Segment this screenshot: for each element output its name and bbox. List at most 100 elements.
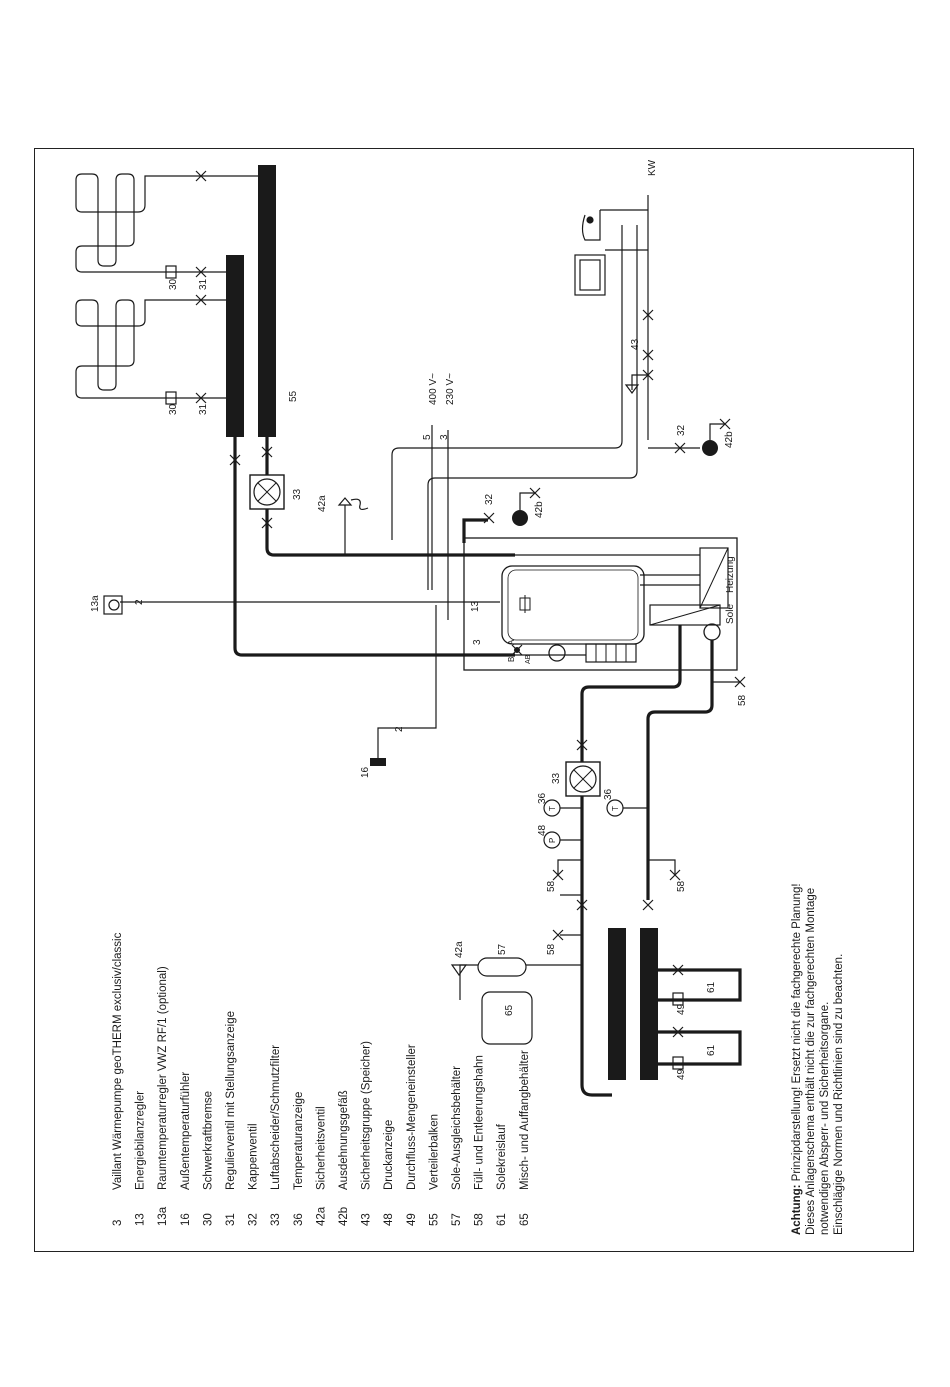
- legend-number: 31: [225, 1213, 237, 1226]
- brine-bar-flow: [640, 928, 658, 1080]
- label-16: 16: [360, 766, 371, 778]
- legend-number: 13: [135, 1213, 147, 1226]
- label-32a: 32: [484, 493, 495, 505]
- label-31b: 31: [198, 403, 209, 415]
- legend-text: Durchfluss-Mengeneinsteller: [406, 1044, 418, 1190]
- note-line-4: Einschlägige Normen und Richtlinien sind…: [833, 954, 845, 1235]
- tank-57: [477, 957, 527, 977]
- legend-text: Misch- und Auffangbehälter: [519, 1050, 531, 1190]
- label-61a: 61: [706, 981, 717, 993]
- expansion-42b-heating: [462, 487, 541, 543]
- legend-number: 33: [270, 1213, 282, 1226]
- note-line-1: Achtung: Prinzipdarstellung! Ersetzt nic…: [791, 883, 803, 1235]
- label-cable-5: 5: [422, 434, 433, 440]
- brine-bar-return: [608, 928, 626, 1080]
- label-58b: 58: [546, 880, 557, 892]
- legend-text: Druckanzeige: [383, 1120, 395, 1190]
- legend-number: 65: [519, 1213, 531, 1226]
- safety-group-43: [600, 195, 654, 440]
- legend-text: Sole-Ausgleichsbehälter: [451, 1066, 463, 1190]
- label-61b: 61: [706, 1044, 717, 1056]
- legend-number: 42a: [315, 1206, 327, 1226]
- legend-text: Kappenventil: [248, 1124, 260, 1191]
- safety-valve-42a-brine: [450, 964, 468, 977]
- legend-text: Temperaturanzeige: [293, 1092, 305, 1190]
- legend-number: 55: [428, 1213, 440, 1226]
- legend-number: 43: [361, 1213, 373, 1226]
- room-controller-13a: [103, 595, 123, 615]
- legend-text: Luftabscheider/Schmutzfilter: [270, 1045, 282, 1190]
- legend-number: 32: [248, 1213, 260, 1226]
- legend-text: Regulierventil mit Stellungsanzeige: [225, 1011, 237, 1190]
- legend-text: Außentemperaturfühler: [180, 1072, 192, 1190]
- distributor-bar-flow: [258, 165, 276, 437]
- diagram-frame: [34, 148, 914, 1252]
- label-58d: 58: [737, 694, 748, 706]
- label-58a: 58: [546, 943, 557, 955]
- loop-valves: [165, 170, 207, 405]
- note-line-3: notwendigen Absperr- und Sicherheitsorga…: [819, 1002, 831, 1235]
- label-valve-a: A: [507, 639, 516, 645]
- floor-heating-loops: [75, 173, 262, 399]
- warning-note: Achtung: Prinzipdarstellung! Ersetzt nic…: [791, 883, 845, 1235]
- label-33b: 33: [551, 772, 562, 784]
- legend-number: 49: [406, 1213, 418, 1226]
- distributor-bar-return: [226, 255, 244, 437]
- label-13a: 13a: [90, 595, 101, 612]
- label-13: 13: [470, 600, 481, 612]
- label-valve-b: B: [507, 657, 516, 662]
- label-42b-a: 42b: [534, 501, 545, 518]
- label-65: 65: [504, 1004, 515, 1016]
- label-55: 55: [288, 390, 299, 402]
- legend-text: Verteilerbalken: [428, 1114, 440, 1190]
- label-30a: 30: [168, 278, 179, 290]
- label-p: P: [548, 838, 557, 843]
- label-49a: 49: [676, 1003, 687, 1015]
- legend-text: Füll- und Entleerungshahn: [474, 1055, 486, 1190]
- label-49b: 49: [676, 1068, 687, 1080]
- label-kw: KW: [647, 159, 658, 176]
- legend-number: 58: [474, 1213, 486, 1226]
- legend-number: 48: [383, 1213, 395, 1226]
- label-cable-3: 3: [439, 434, 450, 440]
- legend-text: Raumtemperaturregler VWZ RF/1 (optional): [157, 966, 169, 1190]
- label-42a-b: 42a: [454, 941, 465, 958]
- legend-number: 16: [180, 1213, 192, 1226]
- label-400v: 400 V~: [428, 373, 439, 405]
- label-36b: 36: [603, 788, 614, 800]
- legend-text: Ausdehnungsgefäß: [338, 1090, 350, 1190]
- label-230v: 230 V~: [445, 373, 456, 405]
- filter-33-brine: [565, 739, 601, 797]
- legend-text: Vaillant Wärmepumpe geoTHERM exclusiv/cl…: [112, 932, 124, 1190]
- legend-text: Sicherheitsventil: [315, 1106, 327, 1190]
- legend-text: Schwerkraftbremse: [202, 1091, 214, 1190]
- legend-text: Solekreislauf: [496, 1123, 508, 1190]
- label-3: 3: [472, 639, 483, 645]
- label-t-b: T: [611, 806, 620, 811]
- label-valve-ab: AB: [525, 654, 532, 664]
- legend-number: 42b: [338, 1207, 350, 1226]
- label-42a-a: 42a: [317, 495, 328, 512]
- label-36a: 36: [537, 792, 548, 804]
- legend-text: Sicherheitsgruppe (Speicher): [361, 1041, 373, 1190]
- note-line1-rest: Prinzipdarstellung! Ersetzt nicht die fa…: [791, 883, 803, 1184]
- gauges: [543, 799, 681, 941]
- label-heizung: Heizung: [725, 556, 736, 593]
- label-30b: 30: [168, 403, 179, 415]
- label-sole: Sole: [725, 604, 736, 624]
- label-31a: 31: [198, 278, 209, 290]
- label-42b-b: 42b: [724, 431, 735, 448]
- label-t-a: T: [548, 806, 557, 811]
- label-43: 43: [630, 338, 641, 350]
- note-line-2: Dieses Anlagenschema enthält nicht die z…: [805, 888, 817, 1235]
- expansion-42b-dhw: [648, 418, 731, 456]
- label-58c: 58: [676, 880, 687, 892]
- legend-number: 3: [112, 1220, 124, 1226]
- legend: 3 Vaillant Wärmepumpe geoTHERM exclusiv/c…: [112, 932, 531, 1226]
- legend-number: 57: [451, 1213, 463, 1226]
- legend-number: 61: [496, 1213, 508, 1226]
- brine-loops-61: [658, 964, 742, 1070]
- note-bold: Achtung:: [791, 1185, 803, 1235]
- label-33a: 33: [292, 488, 303, 500]
